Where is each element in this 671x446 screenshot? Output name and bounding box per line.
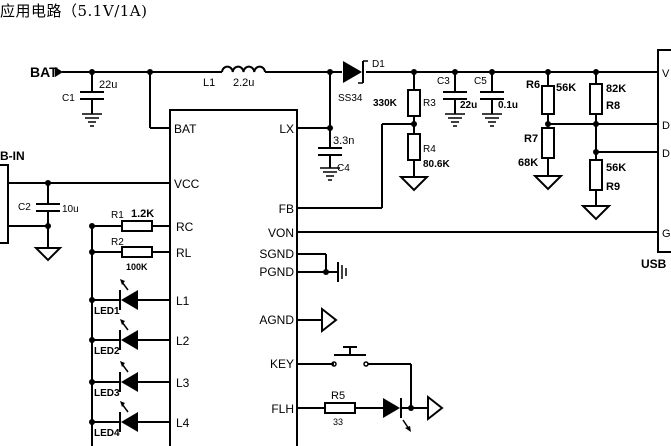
ic-pin-rc: RC: [176, 220, 194, 234]
page-title: 应用电路（5.1V/1A): [0, 2, 148, 20]
feedback-divider: [297, 72, 430, 209]
r7-value: 68K: [518, 157, 538, 169]
ic-pin-lx: LX: [279, 122, 294, 136]
r4-ref: R4: [423, 144, 436, 155]
c3-ref: C3: [437, 76, 450, 87]
usb-out-label: USB: [641, 257, 667, 271]
usb-in-label: B-IN: [0, 149, 25, 163]
ic-pin-l2: L2: [176, 334, 190, 348]
ic-pin-rl: RL: [176, 246, 192, 260]
ic-body: [169, 109, 298, 446]
r3-value: 330K: [373, 98, 398, 109]
c4-value: 3.3n: [333, 135, 354, 147]
ic-pin-flh: FLH: [271, 402, 294, 416]
usb-connector: [657, 49, 671, 253]
inductor-l1: [221, 65, 266, 73]
diode-d1: [343, 60, 368, 84]
l1-ref: L1: [203, 77, 215, 89]
usb-pin-gnd: G: [662, 228, 671, 240]
ic-pin-fb: FB: [279, 202, 294, 216]
resistor-r2: [89, 246, 170, 258]
led3-ref: LED3: [94, 388, 120, 399]
r2-ref: R2: [111, 237, 124, 248]
r8-value: 82K: [606, 83, 626, 95]
r1-ref: R1: [111, 210, 124, 221]
c2-value: 10u: [62, 204, 79, 215]
led2-ref: LED2: [94, 346, 120, 357]
c3-value: 22u: [460, 100, 477, 111]
d1-ref: D1: [372, 59, 385, 70]
c5-ref: C5: [474, 76, 487, 87]
resistor-r1: [89, 220, 170, 232]
agnd-ground: [297, 306, 338, 334]
vcc-input: [8, 180, 170, 262]
led-2: [89, 319, 170, 350]
usb-input-connector: [0, 164, 9, 244]
r1-value: 1.2K: [131, 208, 154, 220]
ic-pin-key: KEY: [270, 357, 294, 371]
led-4: [89, 401, 170, 432]
usb-pin-dplus: D: [662, 120, 670, 132]
lx-node: [297, 72, 342, 181]
flash-led-circuit: [297, 394, 444, 432]
d1-value: SS34: [338, 93, 363, 104]
r6-value: 56K: [556, 82, 576, 94]
c2-ref: C2: [18, 202, 31, 213]
r3-ref: R3: [423, 98, 436, 109]
c1-ref: C1: [62, 93, 75, 104]
l1-value: 2.2u: [233, 77, 254, 89]
ic-pin-von: VON: [268, 226, 294, 240]
capacitor-c3: [443, 72, 467, 127]
r9-ref: R9: [606, 181, 620, 193]
led4-ref: LED4: [94, 428, 120, 439]
usb-pin-dminus: D: [662, 148, 670, 160]
r5-value: 33: [333, 417, 343, 427]
c1-value: 22u: [99, 79, 117, 91]
d-minus-divider: [580, 72, 658, 221]
ic-pin-l3: L3: [176, 376, 190, 390]
r4-value: 80.6K: [423, 159, 450, 170]
led-3: [89, 361, 170, 392]
key-pushbutton: [297, 346, 412, 408]
r2-value: 100K: [126, 262, 148, 272]
r8-ref: R8: [606, 100, 620, 112]
led1-ref: LED1: [94, 306, 120, 317]
ic-pin-vcc: VCC: [174, 177, 200, 191]
c5-value: 0.1u: [498, 100, 518, 111]
ic-pin-pgnd: PGND: [259, 265, 294, 279]
led-1: [89, 279, 170, 310]
c4-ref: C4: [337, 163, 350, 174]
d-plus-divider: [532, 72, 658, 191]
usb-pin-vbus: V: [662, 68, 670, 80]
r9-value: 56K: [606, 162, 626, 174]
r7-ref: R7: [524, 133, 538, 145]
capacitor-c5: [480, 72, 504, 127]
ic-pin-l4: L4: [176, 416, 190, 430]
bat-net-label: BAT: [30, 64, 58, 80]
ic-pin-l1: L1: [176, 294, 190, 308]
r5-ref: R5: [331, 390, 345, 402]
capacitor-c1: [80, 72, 104, 127]
ic-pin-bat: BAT: [174, 122, 197, 136]
sgnd-pgnd-ground: [297, 253, 347, 282]
ic-pin-agnd: AGND: [259, 313, 294, 327]
r6-ref: R6: [526, 79, 540, 91]
ic-pin-sgnd: SGND: [259, 247, 294, 261]
